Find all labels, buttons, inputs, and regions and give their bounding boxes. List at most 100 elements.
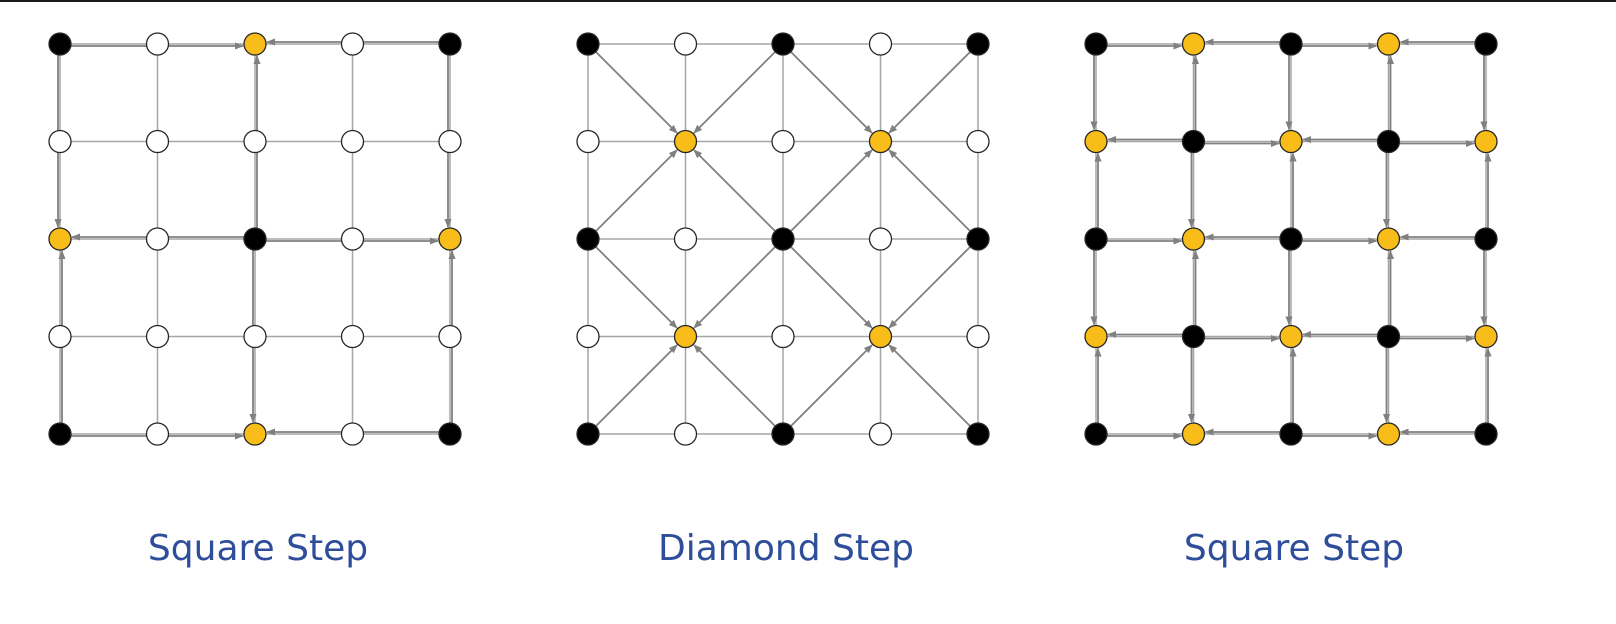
orange-node (1376, 422, 1401, 446)
white-node (673, 422, 698, 446)
caption-diamond-step: Diamond Step (658, 528, 914, 569)
arrow (593, 244, 678, 329)
arrow (888, 49, 973, 134)
orange-node (243, 422, 267, 446)
diamond-step-grid (576, 32, 990, 446)
orange-node (1474, 129, 1498, 154)
white-node (966, 324, 990, 349)
square-step-panel-2: Square Step (1064, 0, 1524, 624)
orange-node (438, 227, 462, 251)
white-node (340, 32, 365, 56)
orange-node (1376, 32, 1401, 56)
black-node (243, 227, 267, 251)
caption-square-step-2: Square Step (1183, 528, 1405, 569)
arrow (693, 149, 778, 234)
black-node (438, 422, 462, 446)
orange-node (1279, 129, 1303, 154)
black-node (966, 227, 990, 251)
orange-node (1279, 324, 1303, 349)
white-node (145, 129, 170, 154)
orange-node (1084, 324, 1108, 349)
black-node (1084, 32, 1108, 56)
arrow (693, 344, 778, 429)
white-node (243, 324, 267, 349)
white-node (576, 129, 600, 154)
white-node (771, 324, 795, 349)
arrow (788, 49, 873, 134)
white-node (576, 324, 600, 349)
white-node (340, 227, 365, 251)
orange-node (1181, 422, 1206, 446)
orange-node (868, 129, 893, 154)
black-node (771, 422, 795, 446)
black-node (48, 32, 72, 56)
white-node (145, 32, 170, 56)
black-node (1474, 227, 1498, 251)
white-node (145, 324, 170, 349)
white-node (438, 324, 462, 349)
arrow (788, 149, 873, 234)
black-node (1474, 422, 1498, 446)
black-node (1181, 324, 1206, 349)
black-node (1279, 227, 1303, 251)
black-node (1474, 32, 1498, 56)
arrow (693, 49, 778, 134)
white-node (868, 32, 893, 56)
arrow (693, 244, 778, 329)
square-step-grid-2 (1084, 32, 1498, 446)
arrow (593, 49, 678, 134)
black-node (1279, 422, 1303, 446)
arrow (593, 344, 678, 429)
square-step-grid-1 (48, 32, 462, 446)
black-node (48, 422, 72, 446)
white-node (868, 227, 893, 251)
black-node (1279, 32, 1303, 56)
white-node (868, 422, 893, 446)
white-node (438, 129, 462, 154)
black-node (771, 32, 795, 56)
white-node (48, 129, 72, 154)
white-node (145, 422, 170, 446)
arrow (888, 149, 973, 234)
caption-square-step-1: Square Step (147, 528, 369, 569)
black-node (966, 422, 990, 446)
arrow (888, 344, 973, 429)
white-node (673, 227, 698, 251)
white-node (243, 129, 267, 154)
orange-node (1181, 32, 1206, 56)
orange-node (48, 227, 72, 251)
white-node (340, 324, 365, 349)
white-node (48, 324, 72, 349)
black-node (1084, 422, 1108, 446)
arrow (788, 244, 873, 329)
black-node (1181, 129, 1206, 154)
top-rule (0, 0, 1616, 2)
square-step-panel-1: Square Step (28, 0, 488, 624)
arrow (593, 149, 678, 234)
white-node (771, 129, 795, 154)
white-node (145, 227, 170, 251)
arrow (888, 244, 973, 329)
black-node (576, 422, 600, 446)
diamond-step-panel: Diamond Step (556, 0, 1016, 624)
black-node (1376, 129, 1401, 154)
orange-node (243, 32, 267, 56)
orange-node (868, 324, 893, 349)
orange-node (1181, 227, 1206, 251)
black-node (771, 227, 795, 251)
white-node (340, 129, 365, 154)
black-node (576, 227, 600, 251)
orange-node (1084, 129, 1108, 154)
arrow (788, 344, 873, 429)
white-node (673, 32, 698, 56)
orange-node (673, 129, 698, 154)
white-node (966, 129, 990, 154)
black-node (438, 32, 462, 56)
orange-node (673, 324, 698, 349)
orange-node (1376, 227, 1401, 251)
black-node (1084, 227, 1108, 251)
orange-node (1474, 324, 1498, 349)
white-node (340, 422, 365, 446)
black-node (966, 32, 990, 56)
black-node (1376, 324, 1401, 349)
